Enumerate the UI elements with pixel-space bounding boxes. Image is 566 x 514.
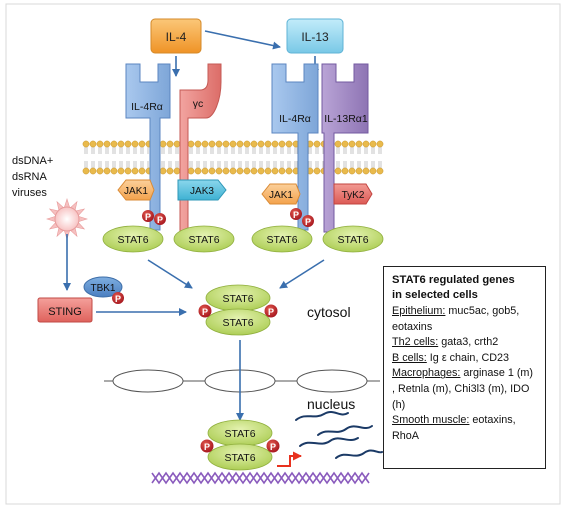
svg-text:P: P [293,210,299,220]
svg-text:P: P [145,212,151,222]
svg-text:IL-4Rα: IL-4Rα [279,113,311,125]
dna-strands [295,411,383,459]
svg-text:IL-13: IL-13 [301,30,329,44]
svg-text:STAT6: STAT6 [337,234,368,246]
gene-box-subtitle: in selected cells [392,289,478,301]
phospho-badge: P [264,304,278,318]
virus-sun-icon [46,198,88,240]
svg-text:P: P [115,294,121,304]
stat6-il13ra1: STAT6 [322,225,384,253]
gene-box-title: STAT6 regulated genes [392,274,515,286]
svg-text:P: P [202,307,208,317]
svg-text:γc: γc [193,98,204,110]
svg-text:P: P [157,215,163,225]
svg-text:viruses: viruses [12,187,47,199]
tyk2-kinase: TyK2 [333,183,373,205]
tbk1-kinase: TBK1 [83,276,123,298]
svg-text:P: P [270,442,276,452]
gene-entry-bcells: B cells: Ig ε chain, CD23 [392,351,510,364]
il13ra1-receptor: IL-13Rα1 [321,63,369,233]
il4-to-il13-arrow [204,30,281,50]
gene-entry-smooth-muscle: Smooth muscle: eotaxins, RhoA [392,414,516,442]
svg-text:JAK1: JAK1 [269,190,293,201]
figure-frame [5,3,561,505]
jak1-right-kinase: JAK1 [261,183,301,205]
phospho-badge: P [154,213,166,225]
svg-text:TyK2: TyK2 [342,190,365,201]
svg-text:IL-13Rα1: IL-13Rα1 [324,113,368,125]
nuclear-envelope [104,369,380,393]
chromatin-dna [151,471,370,485]
gene-entry-epithelium: Epithelium: muc5ac, gob5, eotaxins [392,305,520,333]
svg-text:STAT6: STAT6 [117,234,148,246]
phospho-badge: P [302,215,314,227]
stat6-left-activation-arrow [147,259,193,289]
svg-text:IL-4Rα: IL-4Rα [131,101,163,113]
jak3-kinase: JAK3 [177,179,227,201]
svg-text:STING: STING [48,306,82,318]
svg-text:P: P [204,442,210,452]
phospho-badge: P [266,439,280,453]
sting-protein: STING [37,297,93,323]
svg-text:JAK1: JAK1 [124,186,148,197]
gamma-c-receptor: γc [179,63,222,233]
cytosol-label: cytosol [307,304,351,320]
phospho-badge: P [198,304,212,318]
svg-text:P: P [268,307,274,317]
svg-text:dsRNA: dsRNA [12,171,48,183]
jak1-left-kinase: JAK1 [117,179,155,201]
svg-text:JAK3: JAK3 [190,186,214,197]
svg-text:STAT6: STAT6 [222,293,253,305]
gene-entry-macrophages: Macrophages: arginase 1 (m) , Retnla (m)… [392,367,534,411]
il4ra-left-receptor: IL-4Rα [125,63,171,231]
stat6-dimer-cytosol: STAT6 STAT6 [205,284,271,336]
stat6-il4ra-right: STAT6 [251,225,313,253]
nucleus-label: nucleus [307,396,355,412]
svg-text:TBK1: TBK1 [90,283,115,294]
stat6-gene-box: STAT6 regulated genes in selected cells … [383,266,546,469]
transcription-arrow [277,451,302,467]
il13-cytokine: IL-13 [286,18,344,54]
svg-text:STAT6: STAT6 [224,428,255,440]
viruses-label: dsDNA+ dsRNA viruses [12,155,53,199]
il4-cytokine: IL-4 [150,18,202,54]
svg-text:dsDNA+: dsDNA+ [12,155,53,167]
svg-text:STAT6: STAT6 [222,317,253,329]
stat6-right-activation-arrow [279,259,325,289]
phospho-badge: P [112,292,124,304]
cell-membrane [82,140,384,175]
phospho-badge: P [290,208,302,220]
il4ra-right-receptor: IL-4Rα [271,63,319,231]
svg-text:STAT6: STAT6 [266,234,297,246]
svg-text:IL-4: IL-4 [166,30,187,44]
gene-entry-th2: Th2 cells: gata3, crth2 [392,336,499,349]
svg-text:STAT6: STAT6 [224,452,255,464]
stat6-dimer-nucleus: STAT6 STAT6 [207,419,273,471]
stat6-gamma-c: STAT6 [173,225,235,253]
phospho-badge: P [142,210,154,222]
phospho-badge: P [200,439,214,453]
svg-text:P: P [305,217,311,227]
stat6-il4ra-left: STAT6 [102,225,164,253]
svg-text:STAT6: STAT6 [188,234,219,246]
